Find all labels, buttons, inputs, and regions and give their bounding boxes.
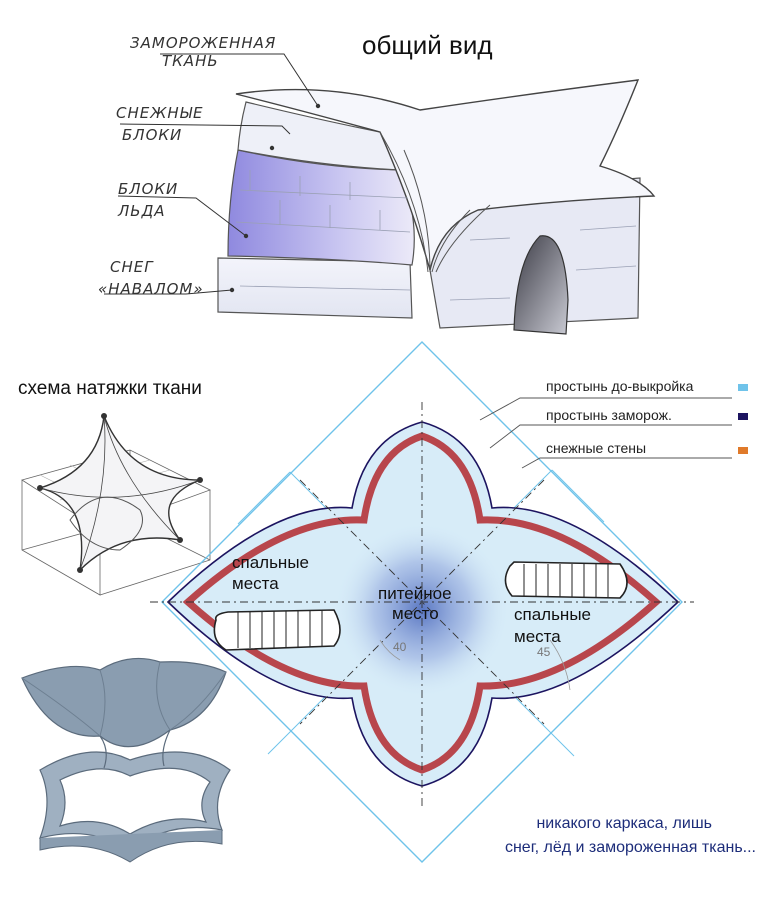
- sleeping-bag-right: [504, 561, 628, 599]
- legend-item-snow-walls-label: снежные стены: [546, 440, 647, 456]
- fabric-pattern-outline: [161, 341, 683, 863]
- legend-item-frozen-label: простынь заморож.: [546, 407, 672, 423]
- sleeping-bag-left: [213, 609, 341, 651]
- legend-item-pattern-label: простынь до-выкройка: [546, 378, 694, 394]
- legend-swatch-pattern: [738, 384, 748, 391]
- label-ice-blocks-line2: льда: [118, 202, 166, 220]
- page-title: общий вид: [362, 30, 493, 60]
- tension-scheme-sketch: [21, 413, 212, 596]
- scheme-title: схема натяжки ткани: [18, 378, 202, 399]
- block-lines: [235, 170, 637, 301]
- entrance-door: [513, 235, 569, 335]
- legend-swatch-frozen: [738, 413, 748, 420]
- label-frozen-fabric-line2: ткань: [162, 52, 219, 70]
- dimension-40: 40: [393, 640, 407, 654]
- dimension-45: 45: [537, 645, 551, 659]
- label-ice-blocks-line1: Блоки: [118, 180, 179, 198]
- label-snow-blocks-line1: Снежные: [116, 104, 204, 122]
- frozen-fabric-roof: [235, 79, 656, 271]
- label-loose-snow-line2: «навалом»: [98, 280, 204, 298]
- leader-frozen-fabric: [160, 53, 319, 107]
- fabric-pattern-3d: [21, 657, 231, 863]
- general-view-sketch: [104, 53, 656, 335]
- leader-snow-blocks: [119, 123, 291, 135]
- sleeping-area-right-line1: спальные: [514, 605, 591, 624]
- drinking-area-line2: место: [392, 604, 439, 623]
- caption-line2: снег, лёд и замороженная ткань...: [504, 839, 756, 856]
- label-snow-blocks-line2: блоки: [122, 126, 183, 144]
- leader-loose-snow: [104, 289, 233, 295]
- fabric-folds: [379, 131, 491, 273]
- ice-blocks: [227, 149, 415, 266]
- floor-plan: [150, 341, 694, 863]
- sleeping-area-left-line1: спальные: [232, 553, 309, 572]
- legend-swatch-snow-walls: [738, 447, 748, 454]
- caption-line1: никакого каркаса, лишь: [536, 815, 712, 832]
- sleeping-area-left-line2: места: [232, 574, 279, 593]
- center-axes: [150, 402, 694, 810]
- leader-ice-blocks: [117, 195, 247, 237]
- label-loose-snow-line1: Снег: [110, 258, 154, 276]
- drinking-area-line1: питейное: [378, 584, 452, 603]
- label-frozen-fabric-line1: Замороженная: [130, 34, 277, 52]
- sleeping-area-right-line2: места: [514, 627, 561, 646]
